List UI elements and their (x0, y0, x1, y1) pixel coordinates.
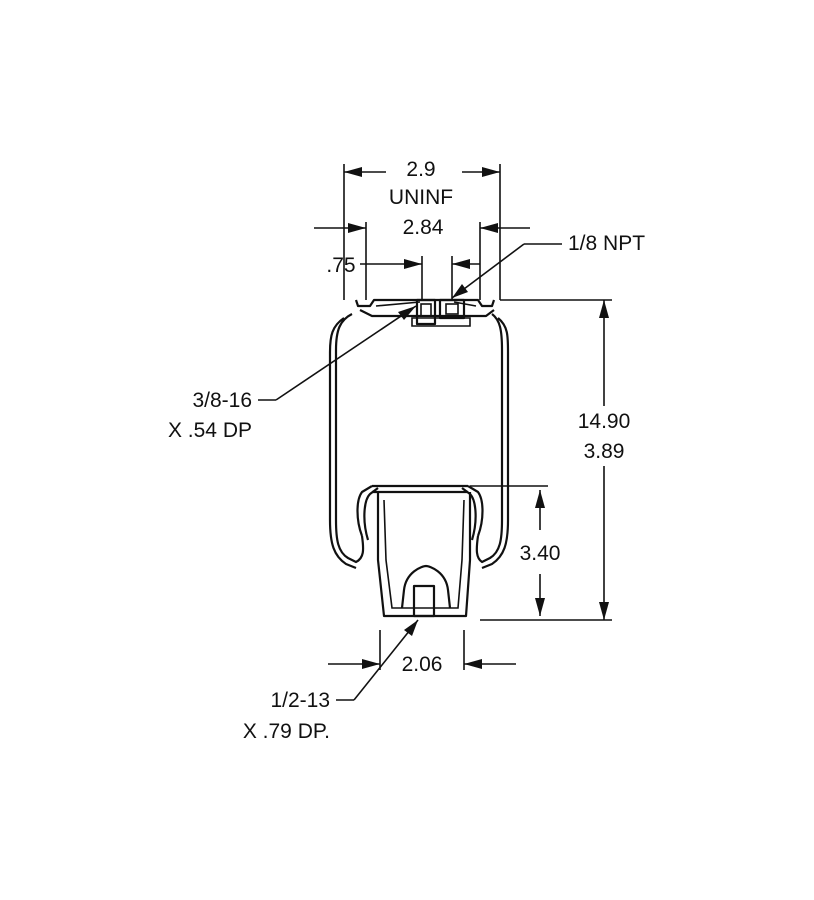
dimension-top-width: 2.9 UNINF (343, 158, 501, 300)
top-width-note-label: UNINF (389, 186, 453, 209)
top-width-value-label: 2.9 (406, 158, 435, 181)
bottom-stud-thread-label: 1/2-13 (270, 689, 330, 712)
callout-top-stud: 3/8-16 X .54 DP (168, 305, 417, 442)
bottom-stud-depth-label: X .79 DP. (243, 720, 330, 743)
offset-label: .75 (326, 254, 355, 277)
air-fitting-label: 1/8 NPT (568, 232, 645, 255)
dimension-offset: .75 (326, 254, 480, 300)
callout-air-fitting: 1/8 NPT (451, 232, 645, 299)
dimension-bead-width: 2.84 (314, 216, 530, 300)
min-height-label: 3.89 (584, 440, 625, 463)
callout-bottom-stud: 1/2-13 X .79 DP. (243, 619, 419, 743)
piston-height-label: 3.40 (520, 542, 561, 565)
dimension-piston-base: 2.06 (328, 630, 516, 676)
dimension-piston-height: 3.40 (470, 485, 561, 616)
dimension-height: 14.90 3.89 (480, 299, 631, 621)
air-spring-body (328, 298, 510, 618)
top-stud-depth-label: X .54 DP (168, 419, 252, 442)
max-height-label: 14.90 (578, 410, 631, 433)
bead-width-label: 2.84 (403, 216, 444, 239)
top-stud-thread-label: 3/8-16 (192, 389, 252, 412)
piston-base-label: 2.06 (402, 653, 443, 676)
